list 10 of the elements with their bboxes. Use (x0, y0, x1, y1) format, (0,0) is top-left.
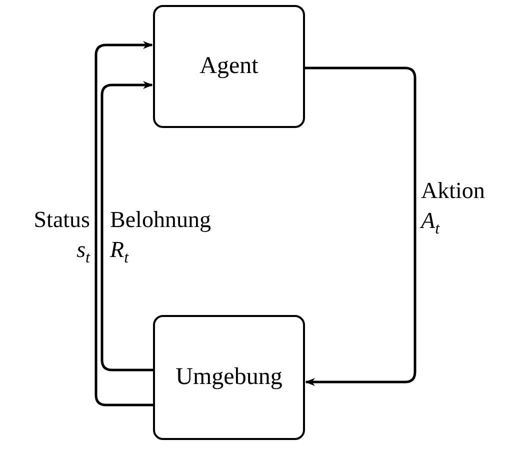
edge-label: Belohnung R$_{t}$ (110, 206, 212, 269)
process-box (153, 315, 305, 440)
edge-label: Aktion A$_{t}$ (421, 177, 486, 240)
arrow (100, 81, 153, 372)
edge-label: Status s$_{t}$ (32, 206, 90, 269)
process-box (153, 5, 305, 128)
arrow (305, 66, 416, 386)
box-label: Agent (200, 53, 258, 80)
arrow (94, 41, 153, 406)
box-label: Umgebung (176, 364, 282, 391)
